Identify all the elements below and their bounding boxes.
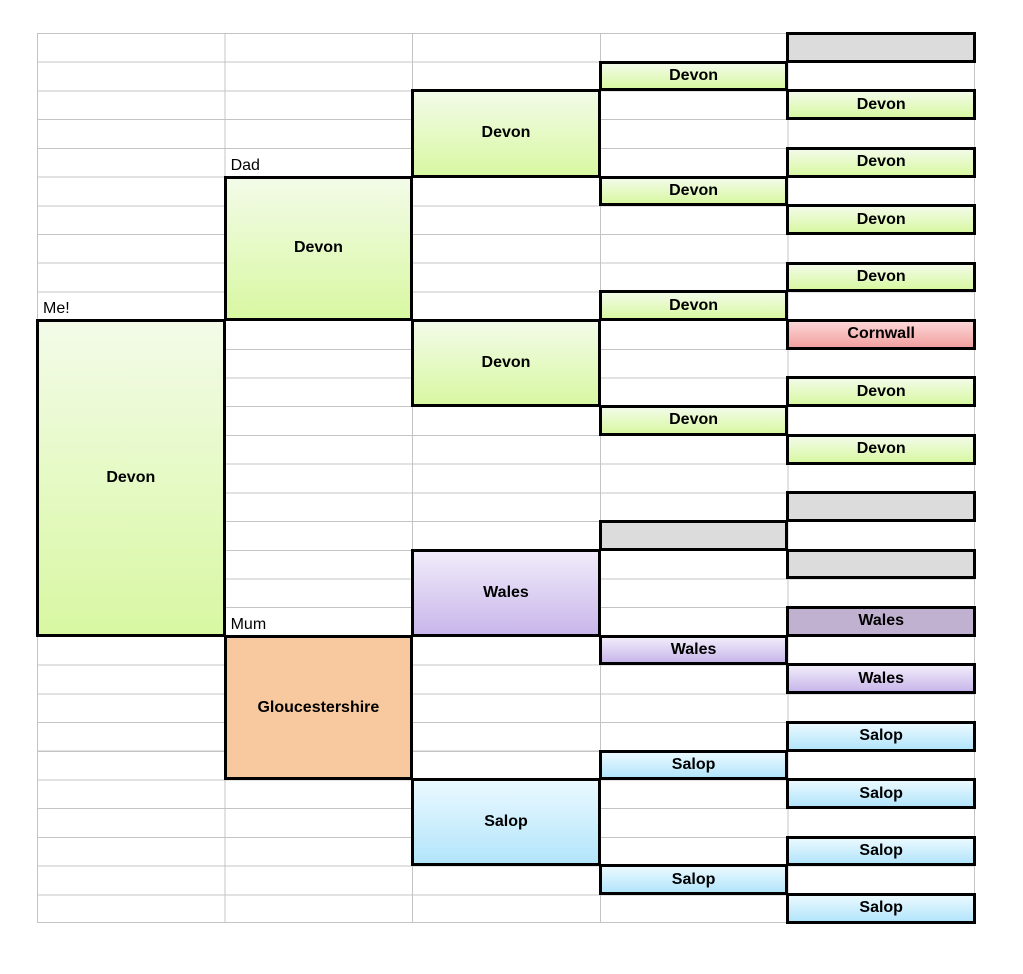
- gg-grandparent-box[interactable]: Wales: [786, 606, 976, 637]
- great-grandparent-box[interactable]: Salop: [598, 749, 789, 781]
- me-label: Me!: [43, 300, 70, 318]
- gg-grandparent-box[interactable]: Salop: [786, 778, 976, 809]
- gg-grandparent-box-unknown[interactable]: [786, 491, 976, 522]
- gg-grandparent-box[interactable]: Wales: [786, 663, 976, 695]
- great-grandparent-box[interactable]: Salop: [598, 864, 789, 896]
- great-grandparent-box[interactable]: Wales: [598, 634, 789, 666]
- mother-box[interactable]: Gloucestershire: [223, 634, 414, 781]
- great-grandparent-box[interactable]: Devon: [598, 175, 789, 207]
- me-box[interactable]: Devon: [36, 319, 226, 637]
- grandparent-box[interactable]: Wales: [411, 548, 601, 637]
- grandparent-box[interactable]: Devon: [411, 319, 601, 408]
- grandparent-box[interactable]: Salop: [411, 778, 601, 867]
- dad-label: Dad: [230, 156, 260, 174]
- great-grandparent-box[interactable]: Devon: [598, 290, 789, 322]
- great-grandparent-box-unknown[interactable]: [598, 519, 789, 551]
- gg-grandparent-box[interactable]: Devon: [786, 89, 976, 121]
- gg-grandparent-box-unknown[interactable]: [786, 548, 976, 580]
- mum-label: Mum: [230, 615, 267, 633]
- great-grandparent-box[interactable]: Devon: [598, 60, 789, 92]
- family-tree-grid: Me! Dad Mum Devon Devon Gloucestershire …: [36, 32, 976, 924]
- great-grandparent-box[interactable]: Devon: [598, 405, 789, 436]
- father-box[interactable]: Devon: [223, 175, 414, 322]
- gg-grandparent-box[interactable]: Devon: [786, 204, 976, 235]
- gg-grandparent-box-unknown[interactable]: [786, 32, 976, 63]
- gg-grandparent-box[interactable]: Devon: [786, 261, 976, 293]
- gg-grandparent-box[interactable]: Cornwall: [786, 319, 976, 350]
- grandparent-box[interactable]: Devon: [411, 89, 601, 178]
- gg-grandparent-box[interactable]: Devon: [786, 146, 976, 178]
- gg-grandparent-box[interactable]: Salop: [786, 720, 976, 752]
- gg-grandparent-box[interactable]: Devon: [786, 376, 976, 408]
- gg-grandparent-box[interactable]: Salop: [786, 835, 976, 867]
- gg-grandparent-box[interactable]: Salop: [786, 893, 976, 924]
- gg-grandparent-box[interactable]: Devon: [786, 433, 976, 465]
